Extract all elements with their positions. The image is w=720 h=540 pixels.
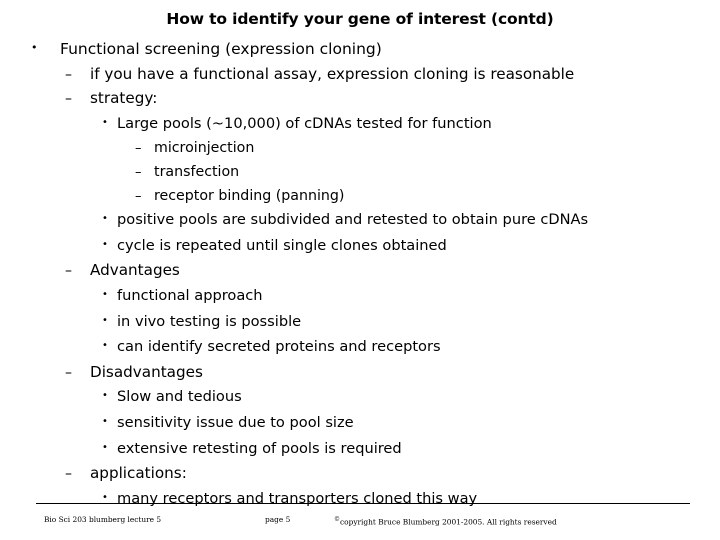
bullet-icon: • — [102, 415, 108, 427]
bullet-icon: • — [102, 491, 108, 503]
outline-item-level-3: • many receptors and transporters cloned … — [0, 487, 720, 513]
outline-item-text: cycle is repeated until single clones ob… — [117, 236, 447, 254]
outline-item-level-3: • cycle is repeated until single clones o… — [0, 234, 720, 260]
outline-item-text: extensive retesting of pools is required — [117, 439, 402, 457]
outline-item-text: many receptors and transporters cloned t… — [117, 489, 478, 507]
footer-copyright-text: copyright Bruce Blumberg 2001-2005. All … — [340, 517, 557, 527]
outline-item-text: Slow and tedious — [117, 388, 242, 406]
outline-item-level-3: • sensitivity issue due to pool size — [0, 411, 720, 437]
outline-item-level-3: • positive pools are subdivided and retes… — [0, 208, 720, 234]
outline-item-level-3: • functional approach — [0, 284, 720, 310]
footer-copyright: ©copyright Bruce Blumberg 2001-2005. All… — [334, 514, 557, 528]
outline-item-text: strategy: — [90, 89, 158, 108]
outline-item-level-2: – Advantages — [0, 259, 720, 284]
outline-item-level-3: • Slow and tedious — [0, 385, 720, 411]
outline-item-text: Disadvantages — [90, 362, 203, 381]
dash-icon: – — [65, 91, 72, 108]
outline-item-text: in vivo testing is possible — [117, 312, 302, 330]
dash-icon: – — [135, 188, 142, 204]
outline-item-level-4: –receptor binding (panning) — [0, 185, 720, 209]
outline-item-text: Large pools (~10,000) of cDNAs tested fo… — [117, 114, 492, 132]
outline-item-level-3: • extensive retesting of pools is require… — [0, 437, 720, 463]
outline-item-level-2: – Disadvantages — [0, 361, 720, 386]
outline-item-level-2: – if you have a functional assay, express… — [0, 63, 720, 88]
dash-icon: – — [65, 263, 72, 280]
bullet-icon: • — [102, 213, 108, 225]
bullet-icon: • — [102, 441, 108, 453]
footer-page-number: page 5 — [265, 515, 291, 524]
dash-icon: – — [65, 66, 72, 83]
outline-item-text: transfection — [154, 163, 240, 180]
slide-body-outline: • Functional screening (expression clonin… — [0, 38, 720, 512]
outline-item-text: receptor binding (panning) — [154, 187, 345, 204]
dash-icon: – — [135, 141, 142, 157]
slide-footer: Bio Sci 203 blumberg lecture 5 page 5 ©c… — [0, 512, 720, 530]
bullet-icon: • — [102, 340, 108, 352]
dash-icon: – — [65, 466, 72, 483]
footer-divider — [36, 503, 690, 505]
outline-item-level-2: – applications: — [0, 462, 720, 487]
outline-item-level-3: • in vivo testing is possible — [0, 310, 720, 336]
bullet-icon: • — [102, 238, 108, 250]
bullet-icon: • — [102, 314, 108, 326]
outline-item-level-3: • Large pools (~10,000) of cDNAs tested f… — [0, 112, 720, 138]
outline-item-level-2: – strategy: — [0, 87, 720, 112]
outline-item-level-1: • Functional screening (expression clonin… — [0, 38, 720, 63]
outline-item-text: if you have a functional assay, expressi… — [90, 64, 575, 83]
outline-item-text: positive pools are subdivided and retest… — [117, 211, 589, 229]
outline-item-text: applications: — [90, 464, 187, 483]
footer-course-label: Bio Sci 203 blumberg lecture 5 — [44, 515, 162, 524]
dash-icon: – — [135, 164, 142, 180]
outline-item-text: can identify secreted proteins and recep… — [117, 338, 441, 356]
bullet-icon: • — [102, 390, 108, 402]
outline-item-level-3: • can identify secreted proteins and rece… — [0, 335, 720, 361]
outline-item-text: Advantages — [90, 261, 180, 280]
bullet-icon: • — [102, 288, 108, 300]
outline-item-text: Functional screening (expression cloning… — [60, 40, 382, 58]
copyright-icon: © — [334, 516, 340, 523]
outline-item-level-4: –transfection — [0, 161, 720, 185]
outline-item-level-4: –microinjection — [0, 137, 720, 161]
outline-item-text: sensitivity issue due to pool size — [117, 413, 354, 431]
outline-item-text: functional approach — [117, 286, 263, 304]
outline-item-text: microinjection — [154, 140, 255, 157]
page-title: How to identify your gene of interest (c… — [166, 10, 554, 28]
dash-icon: – — [65, 364, 72, 381]
bullet-icon: • — [102, 116, 108, 128]
bullet-icon: • — [31, 41, 38, 54]
